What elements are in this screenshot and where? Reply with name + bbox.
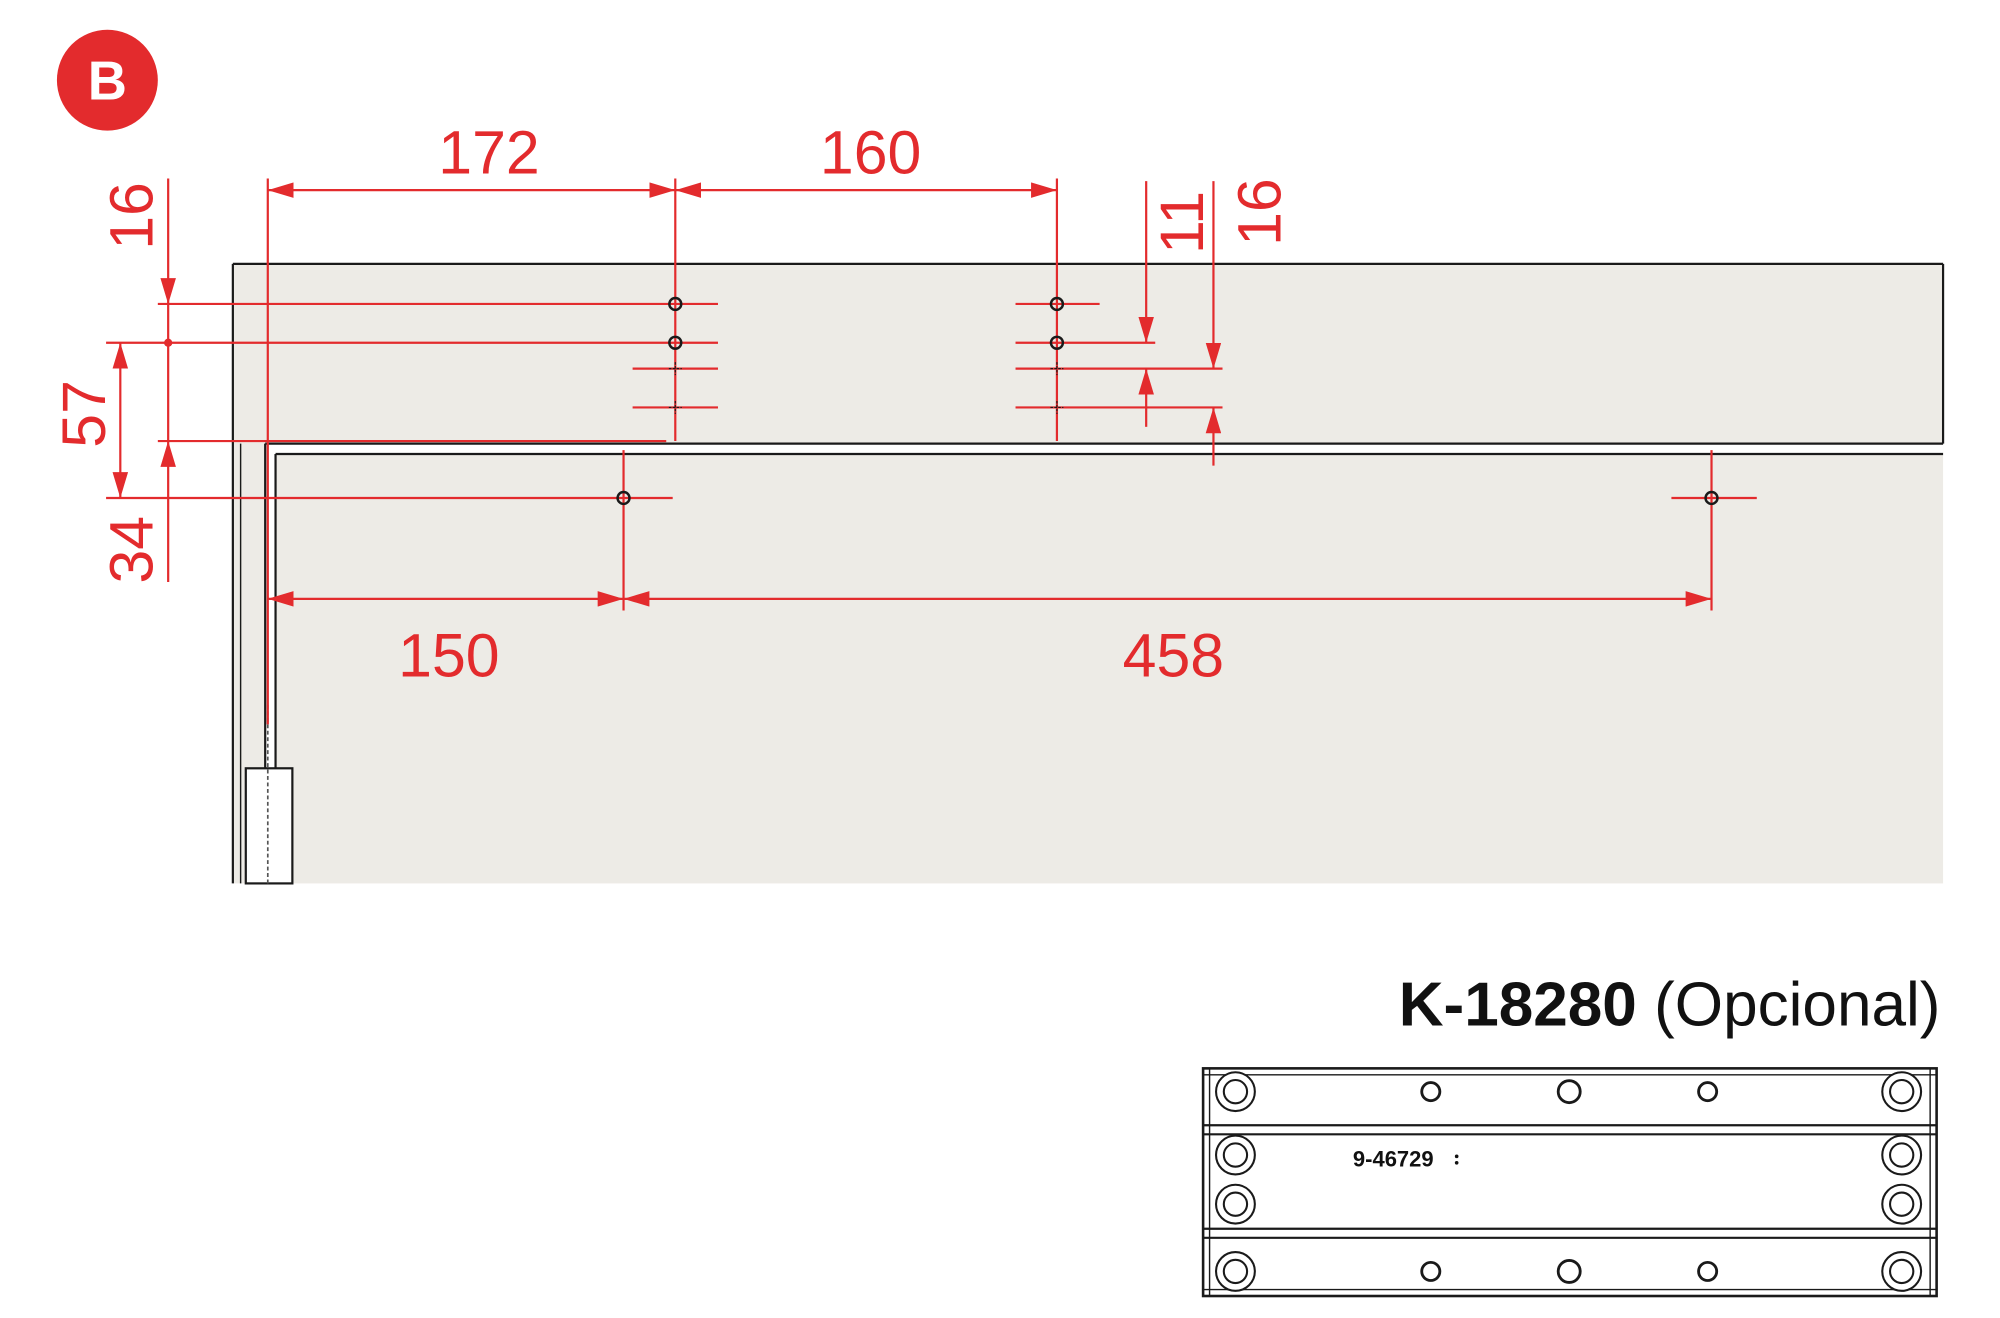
hole-b-row-3-mark	[1050, 362, 1064, 376]
badge-label: B	[88, 51, 127, 112]
plate-ring-top-right	[1881, 1071, 1923, 1113]
hole-arm-left	[616, 490, 631, 506]
dimension-labels: 172 160 150 458 11 16 16 57 34	[50, 118, 1294, 689]
dimension-label-16-right: 16	[1226, 178, 1294, 246]
hole-a-row-2	[668, 335, 683, 350]
accessory-note: (Opcional)	[1637, 971, 1941, 1040]
badge-circle	[56, 29, 158, 131]
hole-b-row-1	[1049, 296, 1065, 312]
hole-b-row-2	[1049, 335, 1065, 350]
accessory-code: K-18280	[1399, 971, 1637, 1040]
dimension-label-150: 150	[398, 621, 499, 689]
dimension-lines	[112, 178, 1712, 607]
hole-arm-right	[1704, 490, 1719, 506]
plate-ring-mid-lower-left	[1215, 1183, 1256, 1225]
frame-gap-horizontal	[265, 443, 1944, 454]
dimension-label-11: 11	[1148, 191, 1216, 254]
dimension-label-458: 458	[1123, 621, 1224, 689]
plate-ring-mid-upper-left	[1215, 1134, 1256, 1176]
plate-ring-mid-lower-right	[1881, 1183, 1923, 1225]
hole-b-row-4-mark	[1050, 400, 1064, 414]
plate-hole-top-3	[1697, 1081, 1719, 1103]
mounting-holes	[616, 296, 1719, 506]
panel-fill	[232, 263, 1944, 884]
plate-hole-bottom-3	[1697, 1260, 1719, 1282]
dimension-label-16-left: 16	[98, 182, 166, 250]
plate-hole-top-2	[1556, 1079, 1582, 1105]
hole-a-row-4-mark	[668, 400, 682, 414]
dimension-dot	[164, 338, 173, 347]
dimension-label-172: 172	[438, 118, 539, 186]
plate-outline	[1201, 1067, 1938, 1298]
plate-marking: 9-46729	[1353, 1147, 1434, 1172]
dimension-label-34: 34	[98, 516, 166, 584]
hinge-block	[244, 767, 294, 885]
plate-marking-symbol	[1454, 1154, 1459, 1165]
hole-a-row-1	[668, 296, 683, 312]
plate-ring-bottom-right	[1881, 1251, 1923, 1292]
reference-lines	[106, 178, 1757, 725]
hole-a-row-3-mark	[668, 362, 682, 376]
plate-hole-bottom-2	[1556, 1259, 1582, 1284]
plate-ring-top-left	[1215, 1071, 1256, 1113]
mounting-plate: 9-46729	[1201, 1067, 1938, 1298]
plate-ring-mid-upper-right	[1881, 1134, 1923, 1176]
section-badge: B	[56, 29, 158, 131]
plate-ring-bottom-left	[1215, 1251, 1256, 1292]
dimension-label-57: 57	[50, 380, 118, 448]
accessory-title: K-18280 (Opcional)	[1399, 971, 1941, 1040]
dimension-label-160: 160	[820, 118, 921, 186]
door-frame-drawing	[231, 262, 1945, 885]
plate-hole-top-1	[1420, 1081, 1442, 1103]
plate-hole-bottom-1	[1420, 1260, 1442, 1282]
